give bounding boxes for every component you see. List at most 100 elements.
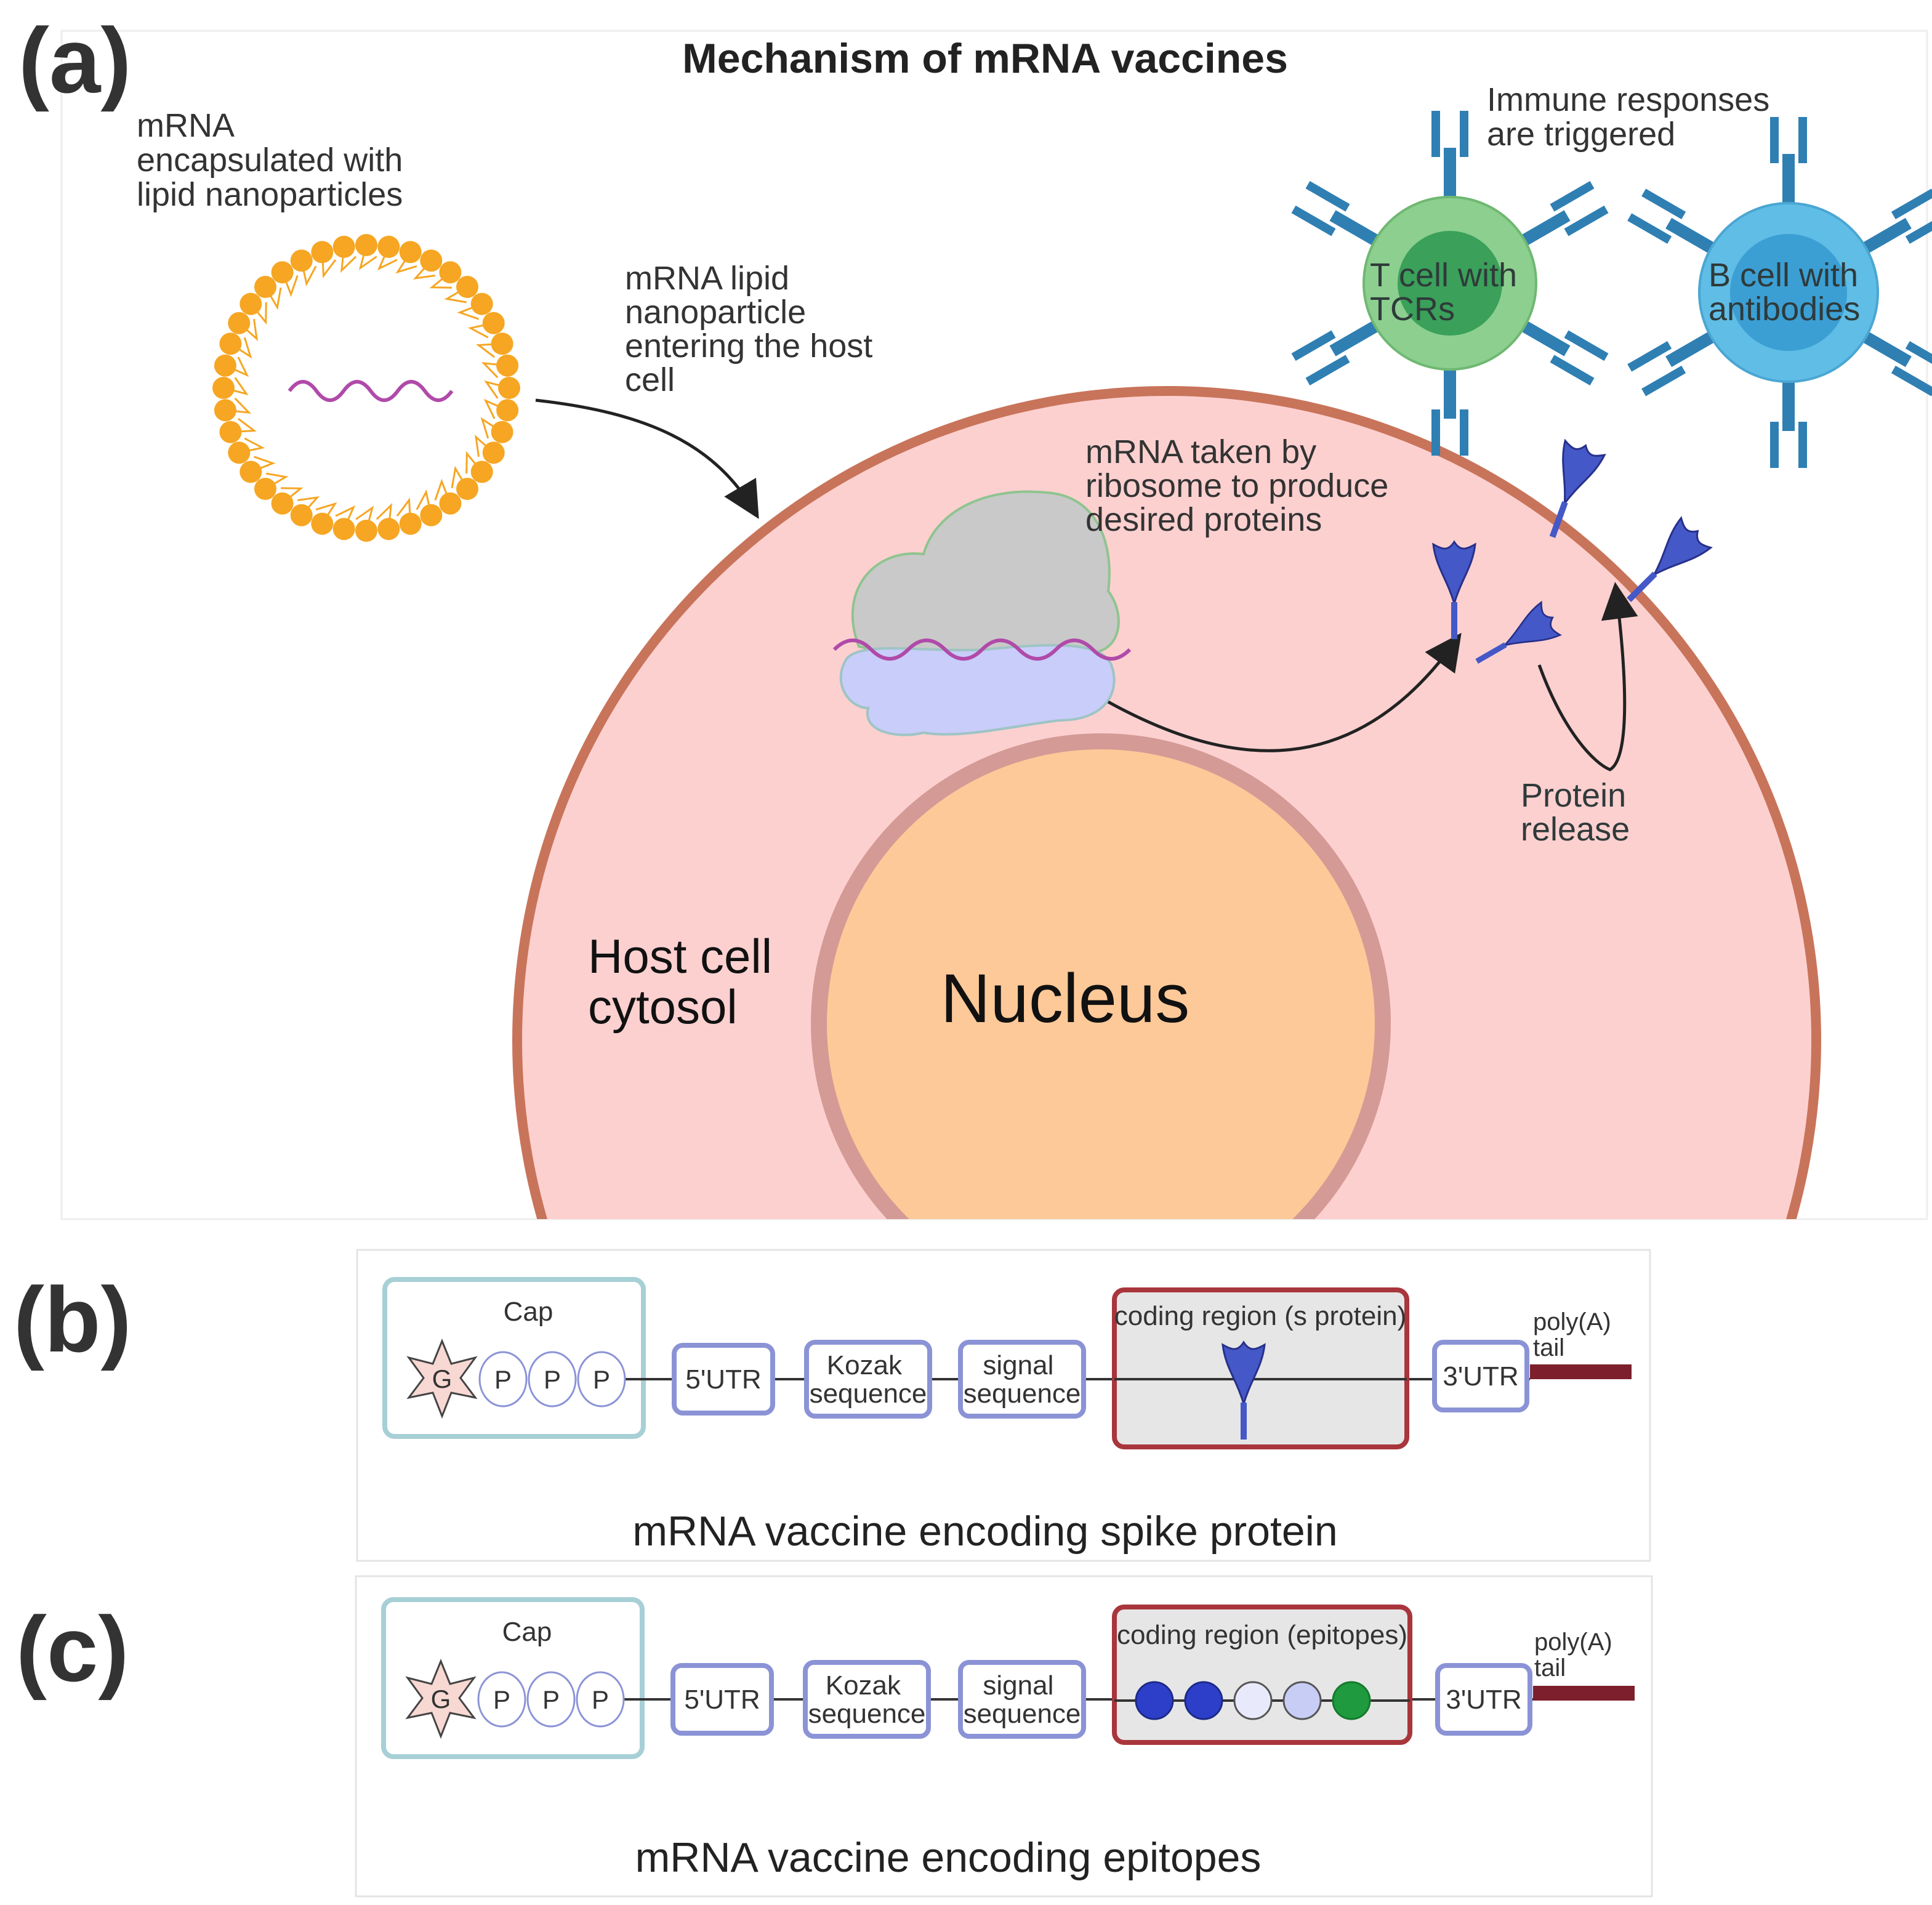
lipid-tail [225,397,252,414]
lipid-tail [250,302,267,325]
lipid-tail [265,472,289,490]
phosphate-b-3: P [577,1351,626,1408]
lipid-tail [395,251,417,274]
utr5-box-b: 5'UTR [672,1343,775,1416]
signal-box-b: signal sequence [958,1340,1086,1419]
panel-a-letter: (a) [18,9,131,112]
lipid-tail [264,286,282,310]
cap-label-c: Cap [502,1617,552,1647]
nucleus [811,733,1391,1219]
phosphate-c-2: P [526,1671,576,1728]
host-cell-cytosol-label: Host cell cytosol [588,929,786,1034]
ribosome [832,490,1132,736]
svg-text:signal sequence: signal sequence [964,1350,1081,1409]
polya-tail-b [1530,1364,1632,1379]
lipid-tail [297,496,320,516]
lnp-label: mRNA encapsulated with lipid nanoparticl… [137,107,412,213]
polya-tail-c [1533,1686,1635,1701]
svg-text:Kozak sequence: Kozak sequence [808,1670,926,1729]
entering-arrow [535,398,759,519]
protein-release-label: Protein release [1521,777,1635,848]
svg-text:P: P [542,1685,560,1714]
lipid-tail [355,505,374,531]
lipid-tail [444,286,468,304]
svg-text:Kozak sequence: Kozak sequence [810,1350,927,1409]
panel-b: (b) Cap G P P P 5'UTR K [14,1249,1651,1562]
phosphate-c-1: P [477,1671,526,1728]
lipid-tail [230,417,257,433]
svg-text:P: P [494,1365,512,1394]
panel-a: (a) Mechanism of mRNA vaccines Host cell… [18,9,1932,1220]
lipid-tail [300,260,317,287]
lipid-tail [280,487,304,504]
lipid-tail [416,489,432,516]
svg-text:P: P [592,1685,609,1714]
immune-responses-label: Immune responses are triggered [1487,81,1779,153]
t-cell-nucleus [1398,231,1502,336]
lipid-tail [377,246,398,271]
guanine-cap-c: G [405,1659,477,1739]
lipid-tail [225,356,249,377]
lipid-tail [250,456,276,473]
panel-c-caption: mRNA vaccine encoding epitopes [635,1834,1262,1881]
lipid-tail [481,362,508,379]
ribosome-mrna [832,638,1132,661]
svg-text:5'UTR: 5'UTR [684,1685,760,1715]
panel-b-caption: mRNA vaccine encoding spike protein [632,1508,1337,1555]
lipid-tail [340,246,357,273]
panel-c: (c) Cap G P P P 5'UTR K [16,1575,1653,1898]
phosphate-c-3: P [576,1671,625,1728]
lipid-tail [321,252,337,278]
lipid-tail [465,451,483,474]
nucleus-label: Nucleus [941,960,1190,1037]
phosphate-b-1: P [478,1351,528,1408]
lipid-tail [480,417,503,439]
lipid-tail [434,478,451,504]
kozak-box-c: Kozak sequence [803,1660,931,1739]
polya-label-c: poly(A) tail [1534,1629,1619,1681]
epitope-1 [1135,1681,1174,1720]
guanine-label-c: G [431,1685,451,1714]
coding-region-b: coding region (s protein) [1112,1287,1409,1449]
panel-b-letter: (b) [14,1268,132,1371]
coding-label-c: coding region (epitopes) [1117,1620,1407,1650]
epitope-2 [1184,1681,1223,1720]
b-cell-label: B cell with antibodies [1709,257,1867,328]
lipid-tail [484,380,510,399]
lipid-tail [238,437,265,454]
lipid-tail [230,337,252,359]
lipid-nanoparticle [212,234,520,542]
kozak-box-b: Kozak sequence [804,1340,932,1419]
svg-text:P: P [493,1685,510,1714]
translation-arrow [1107,632,1462,752]
entering-cell-label: mRNA lipid nanoparticle entering the hos… [625,260,882,398]
release-arrow [1537,582,1638,771]
svg-text:3'UTR: 3'UTR [1446,1685,1521,1715]
epitope-4 [1282,1681,1322,1720]
ribosome-small-subunit [839,643,1116,736]
lipid-tail [376,502,392,530]
lipid-tail [281,272,299,297]
ribosome-label: mRNA taken by ribosome to produce desire… [1085,433,1398,538]
epitope-5 [1332,1681,1371,1720]
utr3-box-b: 3'UTR [1432,1340,1529,1412]
t-cell-label: T cell with TCRs [1370,257,1526,328]
lipid-tail [396,497,412,524]
coding-region-c: coding region (epitopes) [1112,1605,1412,1745]
lipid-tail [358,244,377,270]
lipid-tail [315,502,337,525]
svg-text:3'UTR: 3'UTR [1443,1361,1518,1391]
panel-a-title: Mechanism of mRNA vaccines [682,35,1288,82]
encapsulated-mrna [288,380,454,402]
lipid-tail [413,260,436,280]
lipid-tail [223,377,249,396]
lipid-tail [476,342,502,358]
phosphate-b-2: P [528,1351,577,1408]
t-cell [1291,111,1609,456]
signal-box-c: signal sequence [958,1660,1086,1739]
lipid-tail [238,318,259,342]
svg-text:P: P [544,1365,561,1394]
guanine-cap-b: G [406,1339,478,1419]
svg-text:P: P [593,1365,610,1394]
